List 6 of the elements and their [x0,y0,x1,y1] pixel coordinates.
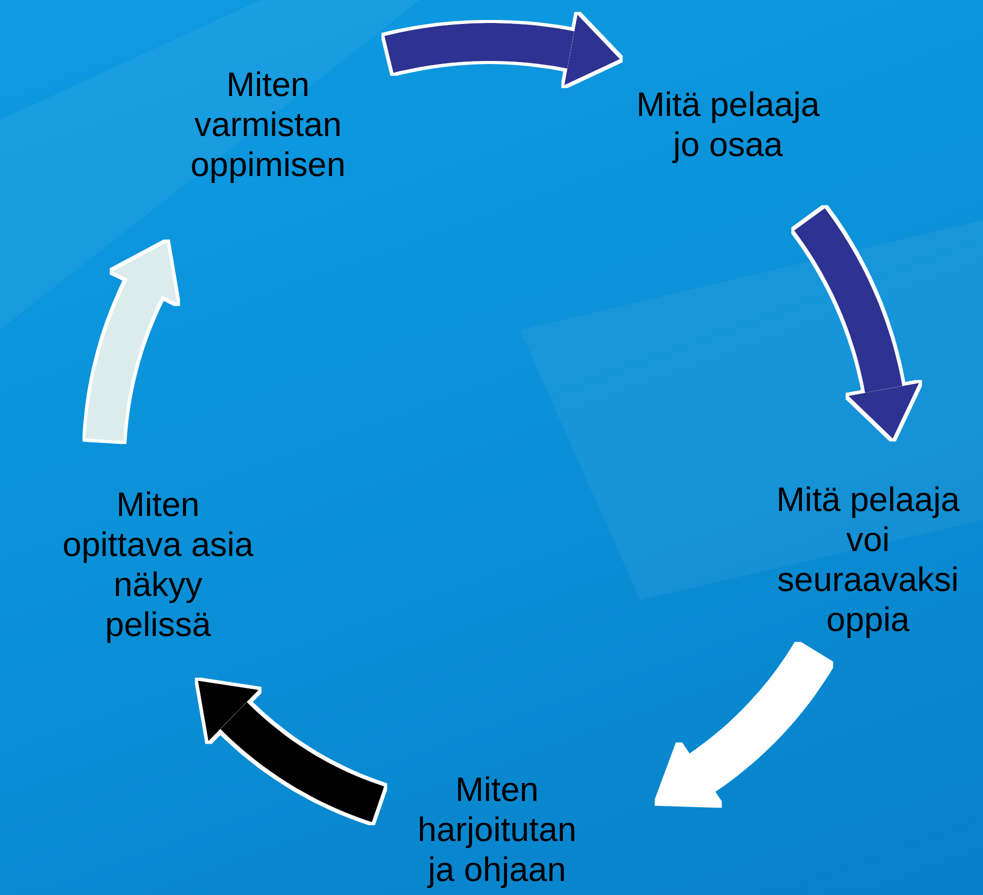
cycle-step-label: Miten harjoitutan ja ohjaan [416,770,578,890]
cycle-step-label: Miten opittava asia näkyy pelissä [62,485,254,645]
curved-arrow [794,206,920,439]
cycle-step-label: Mitä pelaaja jo osaa [635,85,821,165]
cycle-step-label: Miten varmistan oppimisen [190,65,346,185]
cycle-step-label: Mitä pelaaja voi seuraavaksi oppia [775,480,961,640]
